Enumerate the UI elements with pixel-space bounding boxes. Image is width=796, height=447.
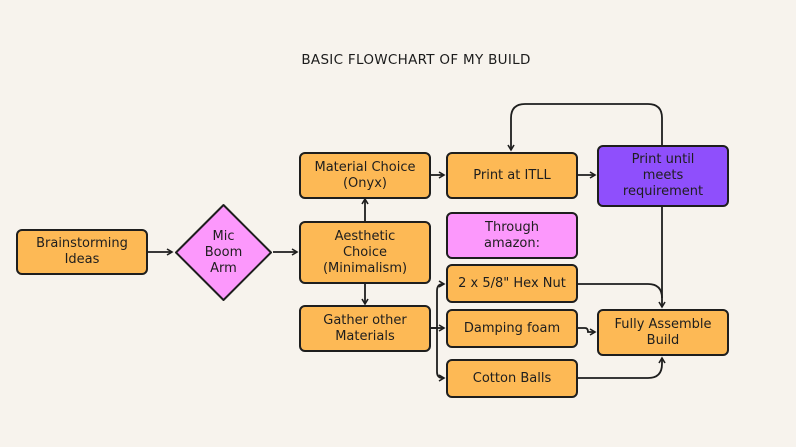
flowchart-title: BASIC FLOWCHART OF MY BUILD <box>301 52 531 68</box>
edge-gather-to-hexnut <box>431 280 446 329</box>
edge-gather-to-cotton <box>436 328 446 382</box>
edge-loop-back <box>507 103 663 152</box>
edge-hexnut-to-assemble <box>577 283 663 299</box>
edge-foam-to-assemble <box>577 327 597 336</box>
node-aesthetic-choice[interactable]: Aesthetic Choice (Minimalism) <box>299 221 431 284</box>
node-cotton-balls[interactable]: Cotton Balls <box>446 359 578 398</box>
decision-diamond-shape <box>175 204 272 301</box>
node-gather-materials[interactable]: Gather other Materials <box>299 305 431 352</box>
node-material-choice[interactable]: Material Choice (Onyx) <box>299 152 431 199</box>
node-print-itll[interactable]: Print at ITLL <box>446 152 578 199</box>
node-damping-foam[interactable]: Damping foam <box>446 309 578 348</box>
node-fully-assemble[interactable]: Fully Assemble Build <box>597 309 729 356</box>
edge-cotton-to-assemble <box>577 356 666 379</box>
node-hex-nut[interactable]: 2 x 5/8" Hex Nut <box>446 264 578 303</box>
node-through-amazon[interactable]: Through amazon: <box>446 212 578 259</box>
node-brainstorming[interactable]: Brainstorming Ideas <box>16 229 148 275</box>
node-print-until[interactable]: Print until meets requirement <box>597 145 729 207</box>
node-mic-boom-arm-label: Mic Boom Arm <box>204 228 243 276</box>
node-mic-boom-arm[interactable]: Mic Boom Arm <box>174 203 273 302</box>
